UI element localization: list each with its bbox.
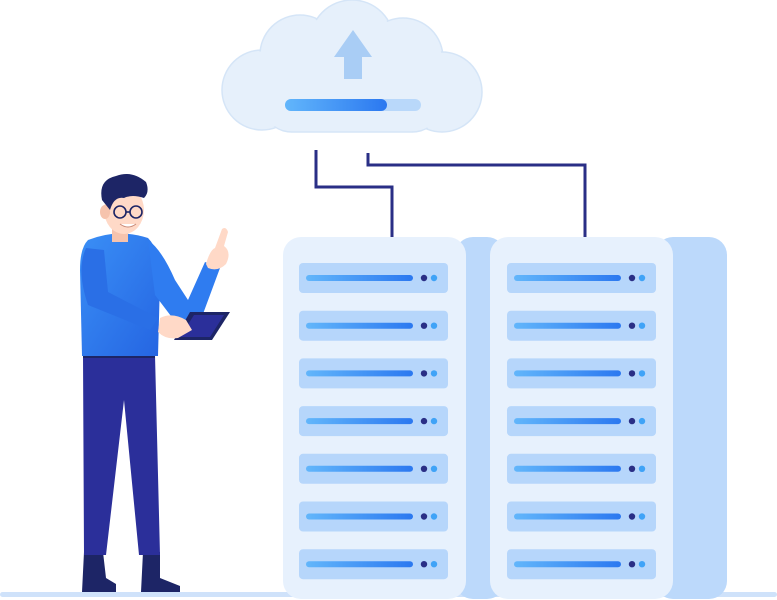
upload-arrow-icon <box>334 30 372 79</box>
pants <box>83 355 160 555</box>
server-rack-right <box>490 237 727 599</box>
smile <box>119 223 137 228</box>
status-light-dark <box>628 370 636 377</box>
server-slot-bar <box>306 513 413 520</box>
status-light-dark <box>420 370 428 377</box>
server-slot-left-2 <box>299 310 448 341</box>
status-light-light <box>430 561 438 568</box>
server-slot-left-4 <box>299 406 448 437</box>
glasses-icon <box>113 205 143 219</box>
server-slot-bar <box>306 322 413 329</box>
status-light-dark <box>420 465 428 472</box>
status-light-dark <box>420 513 428 520</box>
right-shoe <box>141 552 180 592</box>
server-slot-right-5 <box>507 453 656 484</box>
tablet-screen <box>180 315 224 337</box>
status-light-light <box>430 370 438 377</box>
server-slot-bar <box>306 418 413 425</box>
status-light-dark <box>628 561 636 568</box>
server-slot-bar <box>514 561 621 568</box>
status-light-dark <box>420 274 428 282</box>
hair <box>101 174 148 210</box>
upload-progress-fill <box>285 99 387 111</box>
server-slot-bar <box>306 465 413 472</box>
status-light-light <box>430 274 438 282</box>
server-slots-left <box>299 263 448 580</box>
server-slot-bar <box>306 275 413 281</box>
server-slot-bar <box>514 322 621 329</box>
status-light-light <box>638 274 646 282</box>
server-slot-left-5 <box>299 453 448 484</box>
holding-arm <box>81 248 158 330</box>
ear <box>100 205 110 219</box>
status-light-light <box>430 465 438 472</box>
server-slot-bar <box>514 275 621 281</box>
status-light-light <box>430 417 438 425</box>
server-slot-bar <box>306 370 413 377</box>
status-light-dark <box>420 417 428 425</box>
server-rack-left <box>283 237 505 599</box>
server-slot-left-3 <box>299 358 448 389</box>
server-slot-right-1 <box>507 263 656 293</box>
raised-hand <box>206 228 229 270</box>
server-slot-right-6 <box>507 501 656 532</box>
server-slot-right-7 <box>507 549 656 580</box>
status-light-dark <box>628 513 636 520</box>
server-slot-left-7 <box>299 549 448 580</box>
holding-hand <box>158 315 192 339</box>
status-light-dark <box>628 417 636 425</box>
server-slot-right-2 <box>507 310 656 341</box>
status-light-dark <box>420 561 428 568</box>
status-light-light <box>638 465 646 472</box>
server-slot-bar <box>514 418 621 425</box>
person-icon <box>80 174 230 592</box>
status-light-light <box>430 513 438 520</box>
server-slot-right-4 <box>507 406 656 437</box>
server-slot-bar <box>514 513 621 520</box>
left-shoe <box>82 552 116 592</box>
status-light-light <box>638 370 646 377</box>
raised-arm <box>148 240 220 331</box>
server-slot-left-6 <box>299 501 448 532</box>
status-light-dark <box>628 322 636 329</box>
status-light-light <box>430 322 438 329</box>
network-cables <box>314 150 587 238</box>
status-light-dark <box>628 274 636 282</box>
status-light-light <box>638 561 646 568</box>
status-light-dark <box>420 322 428 329</box>
server-slot-left-1 <box>299 263 448 293</box>
server-slot-bar <box>306 561 413 568</box>
server-slots-right <box>507 263 656 580</box>
server-slot-right-3 <box>507 358 656 389</box>
status-light-light <box>638 322 646 329</box>
status-light-light <box>638 417 646 425</box>
status-light-light <box>638 513 646 520</box>
server-slot-bar <box>514 370 621 377</box>
status-light-dark <box>628 465 636 472</box>
server-slot-bar <box>514 465 621 472</box>
